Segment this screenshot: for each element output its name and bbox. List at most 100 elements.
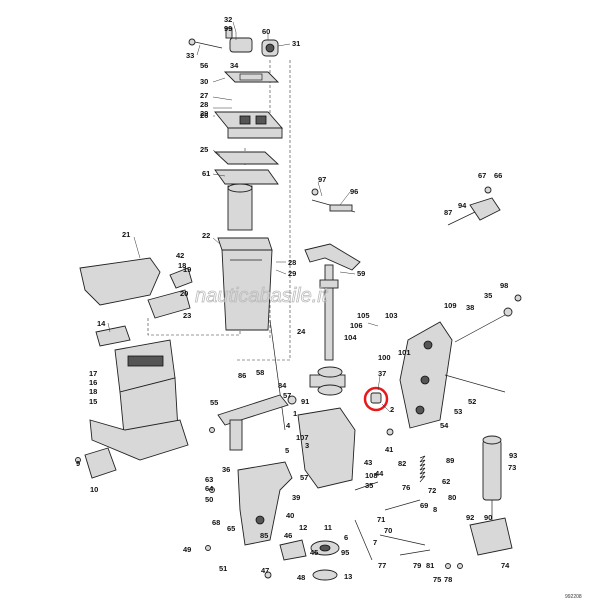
part-label-57a: 57 xyxy=(283,391,291,400)
part-label-81: 81 xyxy=(426,561,434,570)
part-label-52: 52 xyxy=(468,397,476,406)
part-label-92: 92 xyxy=(466,513,474,522)
part-label-79: 79 xyxy=(413,561,421,570)
part-label-64: 64 xyxy=(205,484,214,493)
part-label-69: 69 xyxy=(420,501,428,510)
bracket-55 xyxy=(217,394,297,451)
clamp-bracket-36 xyxy=(237,461,293,546)
part-label-86: 86 xyxy=(238,371,246,380)
part-label-77: 77 xyxy=(378,561,386,570)
part-label-55: 55 xyxy=(210,398,218,407)
cylinder-93 xyxy=(482,435,502,520)
part-label-59: 59 xyxy=(357,269,365,278)
part-label-58: 58 xyxy=(256,368,264,377)
adapter-61 xyxy=(214,169,279,231)
part-label-9: 9 xyxy=(76,459,80,468)
part-label-15: 15 xyxy=(89,397,97,406)
part-label-8: 8 xyxy=(433,505,437,514)
part-label-45: 45 xyxy=(310,548,318,557)
bracket-94 xyxy=(447,186,501,226)
plate-26 xyxy=(214,111,283,139)
gasket-25 xyxy=(213,151,280,165)
part-label-4: 4 xyxy=(286,421,291,430)
part-label-20: 20 xyxy=(180,289,188,298)
plate-46 xyxy=(279,539,307,561)
part-label-47: 47 xyxy=(261,566,269,575)
part-label-18b: 18 xyxy=(89,387,97,396)
part-label-97: 97 xyxy=(318,175,326,184)
part-label-76: 76 xyxy=(402,483,410,492)
part-label-67: 67 xyxy=(478,171,486,180)
top-bracket-assembly xyxy=(188,27,279,57)
part-label-43: 43 xyxy=(364,458,372,467)
part-label-73: 73 xyxy=(508,463,516,472)
part-label-31: 31 xyxy=(292,39,300,48)
bearing-assembly xyxy=(310,540,340,581)
part-label-22: 22 xyxy=(202,231,210,240)
part-label-33: 33 xyxy=(186,51,194,60)
part-label-42: 42 xyxy=(176,251,184,260)
part-label-25: 25 xyxy=(200,145,208,154)
part-label-103: 103 xyxy=(385,311,398,320)
part-label-39: 39 xyxy=(292,493,300,502)
part-label-14: 14 xyxy=(97,319,106,328)
part-label-107: 107 xyxy=(296,433,309,442)
part-label-95: 95 xyxy=(341,548,349,557)
part-label-53: 53 xyxy=(454,407,462,416)
fasteners xyxy=(75,294,522,579)
gasket-30 xyxy=(223,71,280,83)
part-label-40: 40 xyxy=(286,511,294,520)
part-label-104: 104 xyxy=(344,333,357,342)
drive-shaft-24 xyxy=(269,319,286,431)
part-label-63: 63 xyxy=(205,475,213,484)
part-label-101: 101 xyxy=(398,348,411,357)
part-label-70: 70 xyxy=(384,526,392,535)
part-label-82: 82 xyxy=(398,459,406,468)
part-label-57b: 57 xyxy=(300,473,308,482)
part-label-34: 34 xyxy=(230,61,239,70)
part-label-106: 106 xyxy=(350,321,363,330)
part-label-94: 94 xyxy=(458,201,467,210)
part-label-37: 37 xyxy=(378,369,386,378)
part-label-90: 90 xyxy=(484,513,492,522)
part-label-24: 24 xyxy=(297,327,306,336)
part-label-7: 7 xyxy=(373,538,377,547)
part-label-41: 41 xyxy=(385,445,393,454)
part-label-29b: 29 xyxy=(288,269,296,278)
part-label-72: 72 xyxy=(428,486,436,495)
part-label-32: 32 xyxy=(224,15,232,24)
part-label-100: 100 xyxy=(378,353,391,362)
part-label-46: 46 xyxy=(284,531,292,540)
part-label-10: 10 xyxy=(90,485,98,494)
link-96 xyxy=(311,188,356,213)
part-label-3: 3 xyxy=(305,441,309,450)
part-label-93: 93 xyxy=(509,451,517,460)
part-label-28a: 28 xyxy=(200,100,208,109)
swivel-bracket-1 xyxy=(297,366,356,489)
part-label-48: 48 xyxy=(297,573,305,582)
part-label-98: 98 xyxy=(500,281,508,290)
part-label-78: 78 xyxy=(444,575,452,584)
part-label-99: 99 xyxy=(224,24,232,33)
side-cover-21 xyxy=(79,257,161,306)
cover-piece-42 xyxy=(147,267,193,319)
highlighted-part-37[interactable] xyxy=(363,386,389,412)
part-label-13: 13 xyxy=(344,572,352,581)
part-label-91: 91 xyxy=(301,397,309,406)
part-label-6: 6 xyxy=(344,533,348,542)
midsection-housing xyxy=(89,325,189,461)
part-label-35a: 35 xyxy=(484,291,492,300)
highlight-circle xyxy=(363,386,389,412)
steering-arm-59 xyxy=(304,243,361,361)
part-label-50: 50 xyxy=(205,495,213,504)
part-label-51: 51 xyxy=(219,564,227,573)
part-label-65: 65 xyxy=(227,524,235,533)
part-label-19: 19 xyxy=(183,265,191,274)
exhaust-housing-22 xyxy=(217,237,273,331)
drawing-code: 992208 xyxy=(565,594,582,600)
part-label-61: 61 xyxy=(202,169,210,178)
part-label-62: 62 xyxy=(442,477,450,486)
